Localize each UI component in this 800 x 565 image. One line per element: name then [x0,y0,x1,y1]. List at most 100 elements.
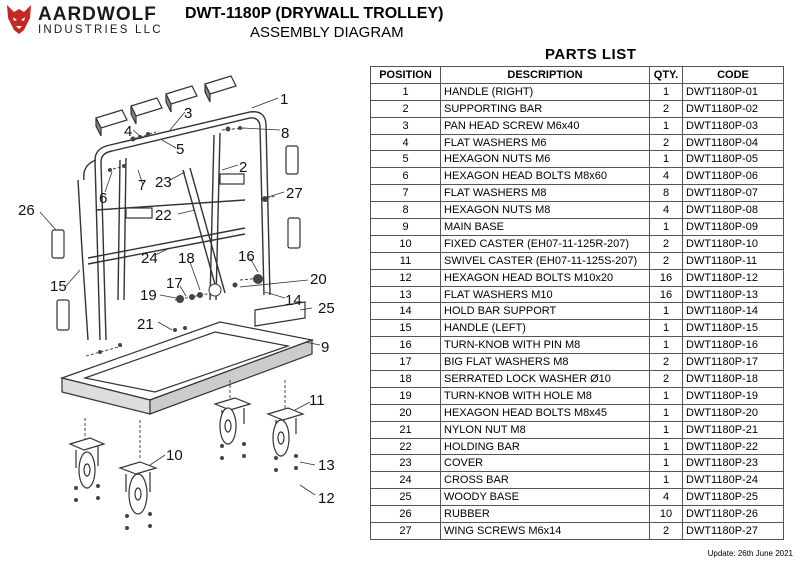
callout-16: 16 [238,248,255,265]
cell-qty: 16 [649,285,683,304]
cell-qty: 1 [649,116,683,135]
cell-description: MAIN BASE [440,218,650,236]
cell-qty: 1 [649,302,683,321]
cell-position: 11 [370,251,441,270]
callout-21: 21 [137,316,154,333]
cell-code: DWT1180P-07 [682,184,784,203]
cell-qty: 4 [649,201,683,220]
cell-code: DWT1180P-15 [682,319,784,338]
column-header-description: DESCRIPTION [440,66,650,84]
cell-code: DWT1180P-23 [682,454,784,473]
cell-position: 8 [370,201,441,220]
wolf-logo-icon [7,5,31,34]
cell-position: 17 [370,353,441,372]
cell-code: DWT1180P-20 [682,403,784,422]
cell-position: 1 [370,82,441,101]
cell-description: HEXAGON HEAD BOLTS M10x20 [440,268,650,287]
cell-position: 24 [370,471,441,490]
cell-description: SERRATED LOCK WASHER Ø10 [440,370,650,388]
cell-description: FLAT WASHERS M8 [440,184,650,203]
callout-7: 7 [138,177,146,194]
cell-code: DWT1180P-25 [682,488,784,507]
parts-list-heading: PARTS LIST [545,46,637,63]
cell-position: 14 [370,302,441,321]
cell-description: HEXAGON NUTS M8 [440,201,650,220]
cell-qty: 4 [649,167,683,186]
callout-22: 22 [155,207,172,224]
cell-position: 7 [370,184,441,203]
cell-position: 23 [370,454,441,473]
cell-description: BIG FLAT WASHERS M8 [440,353,650,372]
callout-24: 24 [141,250,158,267]
cell-description: FIXED CASTER (EH07-11-125R-207) [440,234,650,253]
cell-qty: 1 [649,218,683,236]
cell-qty: 4 [649,488,683,507]
cell-code: DWT1180P-01 [682,82,784,101]
cell-description: PAN HEAD SCREW M6x40 [440,116,650,135]
cell-description: SWIVEL CASTER (EH07-11-125S-207) [440,251,650,270]
cell-description: HANDLE (RIGHT) [440,82,650,101]
cell-code: DWT1180P-26 [682,505,784,524]
cell-qty: 10 [649,505,683,524]
cell-code: DWT1180P-08 [682,201,784,220]
cell-code: DWT1180P-16 [682,336,784,355]
cell-description: WOODY BASE [440,488,650,507]
cell-description: FLAT WASHERS M6 [440,133,650,152]
cell-qty: 2 [649,133,683,152]
callout-19: 19 [140,287,157,304]
callout-18: 18 [178,250,195,267]
update-date: Update: 26th June 2021 [707,549,793,558]
cell-position: 26 [370,505,441,524]
cell-code: DWT1180P-27 [682,522,784,540]
cell-code: DWT1180P-03 [682,116,784,135]
cell-qty: 1 [649,386,683,405]
page-subtitle: ASSEMBLY DIAGRAM [250,24,404,41]
cell-code: DWT1180P-14 [682,302,784,321]
cell-qty: 2 [649,99,683,118]
cell-position: 6 [370,167,441,186]
assembly-diagram: 1 2 3 4 5 6 7 8 9 10 11 12 13 14 15 16 1… [0,40,365,560]
cell-position: 25 [370,488,441,507]
cell-description: HEXAGON HEAD BOLTS M8x45 [440,403,650,422]
cell-qty: 1 [649,319,683,338]
cell-code: DWT1180P-04 [682,133,784,152]
column-header-code: CODE [682,66,784,84]
brand-tagline: INDUSTRIES LLC [38,24,163,36]
cell-description: COVER [440,454,650,473]
cell-code: DWT1180P-13 [682,285,784,304]
callout-4: 4 [124,123,132,140]
cell-description: NYLON NUT M8 [440,420,650,439]
column-header-qty: QTY. [649,66,683,84]
callout-10: 10 [166,447,183,464]
cell-description: TURN-KNOB WITH HOLE M8 [440,386,650,405]
cell-qty: 1 [649,150,683,169]
cell-position: 3 [370,116,441,135]
cell-qty: 1 [649,454,683,473]
cell-description: TURN-KNOB WITH PIN M8 [440,336,650,355]
cell-description: HEXAGON HEAD BOLTS M8x60 [440,167,650,186]
callout-13: 13 [318,457,335,474]
cell-position: 27 [370,522,441,540]
cell-position: 4 [370,133,441,152]
cell-qty: 1 [649,437,683,456]
cell-qty: 1 [649,471,683,490]
cell-position: 12 [370,268,441,287]
cell-position: 21 [370,420,441,439]
cell-code: DWT1180P-12 [682,268,784,287]
